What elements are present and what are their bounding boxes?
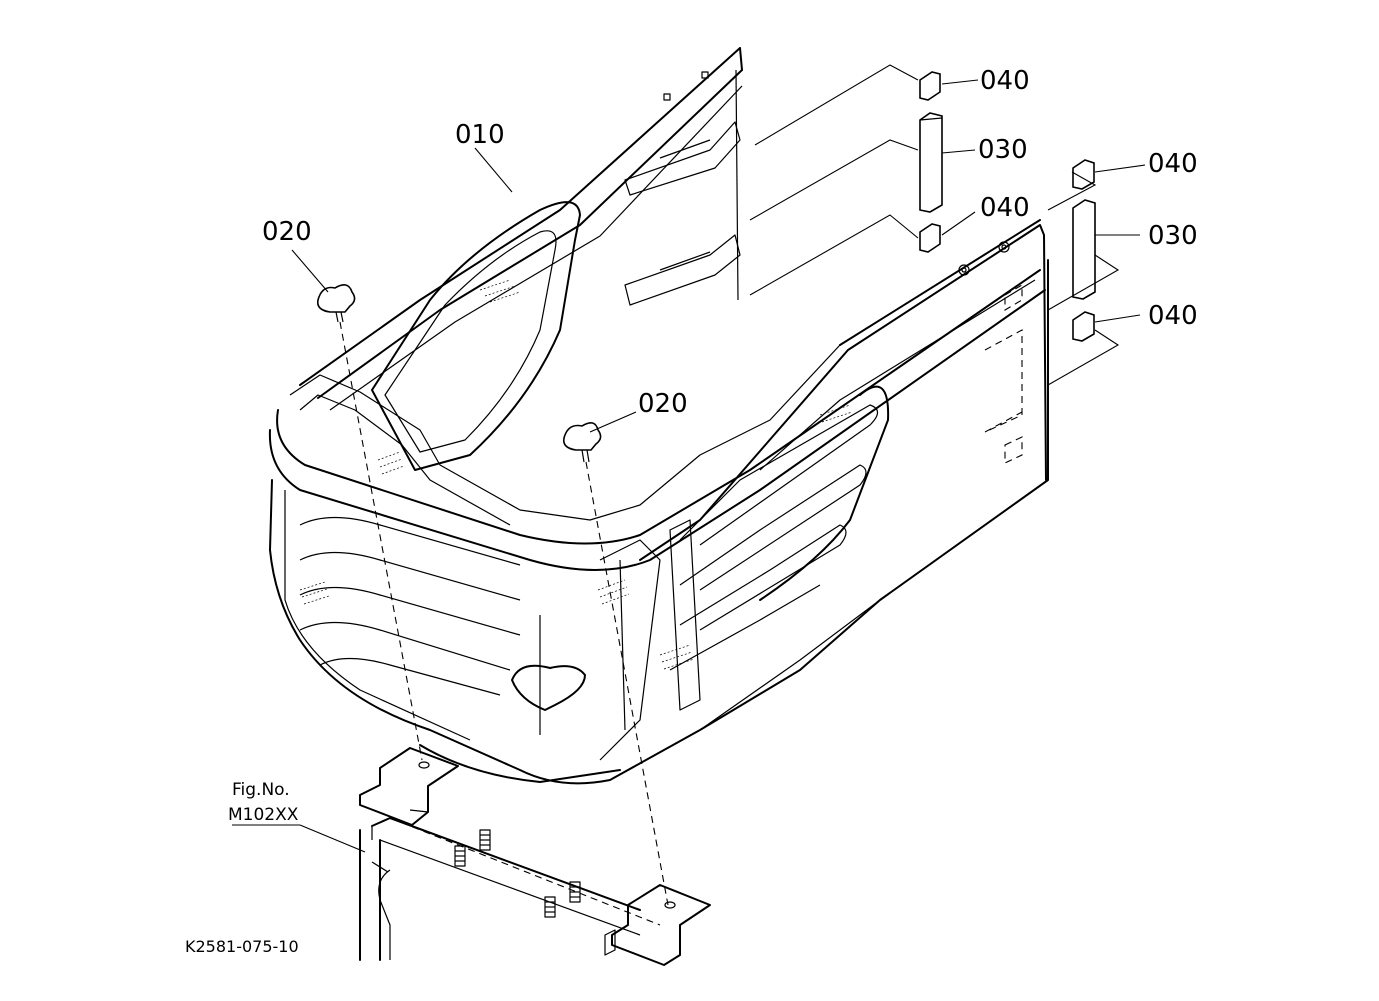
- knob-center: [562, 422, 602, 463]
- callout-020-center: 020: [638, 389, 688, 419]
- stud-3: [544, 896, 556, 918]
- placement-lines: [749, 64, 1120, 386]
- knob-left-axis: [339, 321, 423, 761]
- callout-020-left: 020: [262, 217, 312, 247]
- callout-010: 010: [455, 120, 505, 150]
- callout-040-top: 040: [980, 66, 1030, 96]
- stud-4: [569, 881, 581, 903]
- knob-center-axis: [585, 461, 669, 906]
- callout-040-right-top: 040: [1148, 149, 1198, 179]
- callout-030-right: 030: [1148, 221, 1198, 251]
- cushion-1: [919, 71, 941, 101]
- figure-ref-label: Fig.No.: [232, 780, 290, 800]
- mounting-frame: [359, 747, 711, 966]
- strip-upper: [919, 112, 943, 213]
- callout-040-right-bottom: 040: [1148, 301, 1198, 331]
- hood-outline: [268, 47, 1049, 785]
- stud-1: [454, 845, 466, 867]
- cushion-4: [1072, 311, 1095, 342]
- cushion-2: [919, 223, 941, 253]
- strip-right: [1072, 199, 1096, 300]
- callout-030-upper: 030: [978, 135, 1028, 165]
- drawing-code: K2581-075-10: [185, 937, 299, 956]
- callout-040-mid: 040: [980, 193, 1030, 223]
- callout-leaders: [232, 79, 1146, 853]
- knob-left: [316, 284, 356, 323]
- stud-2: [479, 829, 491, 851]
- figure-ref-number: M102XX: [228, 805, 299, 825]
